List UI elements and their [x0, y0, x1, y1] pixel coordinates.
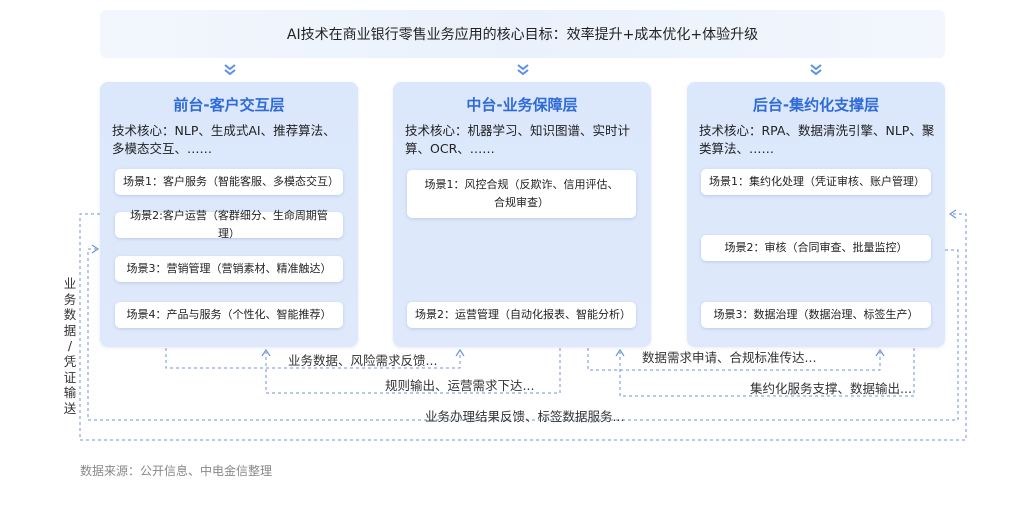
scene-card: 场景1：客户服务（智能客服、多模态交互）: [115, 169, 343, 195]
flow-label-back-front: 业务办理结果反馈、标签数据服务...: [425, 409, 625, 424]
flow-line-back-front: [87, 248, 959, 421]
flow-line-mid-front-down: [265, 348, 561, 394]
vertical-flow-label: 业 务 数 据 / 凭 证 输 送: [62, 276, 78, 416]
arrowhead-icon: [455, 348, 465, 357]
scene-card: 场景1：风控合规（反欺诈、信用评估、合规审查）: [407, 170, 636, 218]
scene-card: 场景2:客户运营（客群细分、生命周期管理）: [115, 209, 343, 240]
arrowhead-icon: [91, 244, 100, 254]
flow-label-front-mid-up: 业务数据、风险需求反馈...: [288, 353, 438, 368]
panel-tech-core: 技术核心：机器学习、知识图谱、实时计算、OCR、……: [405, 123, 631, 156]
scene-card: 场景1：集约化处理（凭证审核、账户管理）: [701, 169, 931, 195]
core-goal-text: AI技术在商业银行零售业务应用的核心目标：效率提升+成本优化+体验升级: [286, 27, 759, 43]
vertical-char: 据: [63, 322, 77, 338]
vertical-char: 数: [63, 307, 77, 323]
core-goal-banner: AI技术在商业银行零售业务应用的核心目标：效率提升+成本优化+体验升级: [100, 10, 945, 58]
panel-front-layer: 前台-客户交互层 技术核心：NLP、生成式AI、推荐算法、多模态交互、…… 场景…: [100, 82, 358, 347]
vertical-char: 业: [63, 276, 77, 291]
scene-card: 场景3：营销管理（营销素材、精准触达）: [115, 256, 343, 282]
panel-tech-core: 技术核心：NLP、生成式AI、推荐算法、多模态交互、……: [112, 123, 336, 156]
scene-card: 场景2：运营管理（自动化报表、智能分析）: [407, 302, 636, 328]
arrowhead-icon: [875, 348, 885, 357]
down-arrow-icon: [516, 64, 530, 76]
panel-title: 前台-客户交互层: [173, 96, 285, 114]
panel-back-layer: 后台-集约化支撑层 技术核心：RPA、数据清洗引擎、NLP、聚类算法、…… 场景…: [687, 82, 945, 347]
arrowhead-icon: [615, 348, 625, 357]
scene-card: 场景4：产品与服务（个性化、智能推荐）: [115, 302, 343, 328]
arrowhead-icon: [948, 209, 957, 219]
scene-card: 场景2：审核（合同审查、批量监控）: [701, 235, 931, 261]
flow-line-mid-back-up: [587, 348, 881, 371]
panel-tech-core: 技术核心：RPA、数据清洗引擎、NLP、聚类算法、……: [699, 123, 935, 156]
data-source: 数据来源：公开信息、中电金信整理: [80, 464, 273, 478]
vertical-char: 证: [63, 369, 77, 385]
flow-line-back-mid-down: [619, 348, 915, 397]
vertical-char: 凭: [63, 353, 77, 369]
flow-label-back-mid-down: 集约化服务支撑、数据输出...: [750, 381, 912, 396]
arrowhead-icon: [261, 348, 271, 357]
vertical-char: /: [67, 338, 73, 354]
vertical-char: 输: [63, 385, 77, 401]
panel-title: 后台-集约化支撑层: [752, 96, 880, 114]
down-arrow-icon: [809, 64, 823, 76]
scene-card: 场景3：数据治理（数据治理、标签生产）: [701, 302, 931, 328]
down-arrow-icon: [223, 64, 237, 76]
flow-label-mid-front-down: 规则输出、运营需求下达...: [385, 378, 535, 393]
panel-mid-layer: 中台-业务保障层 技术核心：机器学习、知识图谱、实时计算、OCR、…… 场景1：…: [393, 82, 651, 347]
vertical-char: 务: [63, 291, 77, 307]
vertical-char: 送: [63, 400, 77, 416]
panel-title: 中台-业务保障层: [466, 96, 578, 114]
flow-label-mid-back-up: 数据需求申请、合规标准传达...: [642, 350, 817, 365]
